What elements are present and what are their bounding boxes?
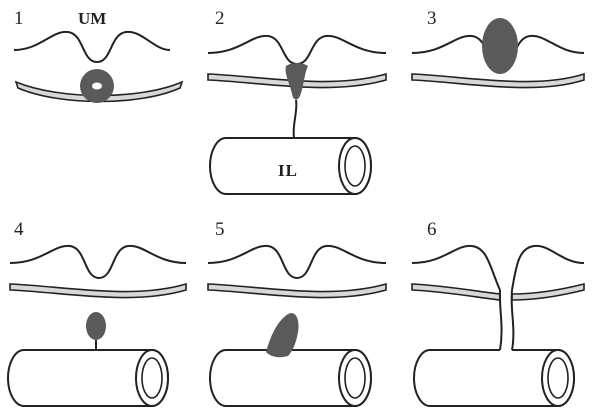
panel-3-number: 3 [427, 8, 437, 29]
panel-3: 3 [412, 8, 584, 88]
panel-3-lesion [482, 18, 518, 74]
panel-4: 4 [8, 219, 186, 406]
panel-6-number: 6 [427, 219, 437, 240]
panel-2-label-il: IL [278, 161, 298, 180]
panel-2: 2 IL [208, 8, 386, 194]
panel-4-skin-surface [10, 246, 186, 278]
panel-5-skin-surface [208, 246, 386, 278]
panel-1-lesion-center [92, 83, 102, 90]
panel-1-number: 1 [14, 8, 24, 29]
panel-2-number: 2 [215, 8, 225, 29]
panel-5: 5 [208, 219, 386, 406]
panel-6-skin-surface [412, 246, 584, 290]
panel-2-skin-surface [208, 36, 386, 64]
panel-4-number: 4 [14, 219, 24, 240]
panel-5-number: 5 [215, 219, 225, 240]
panel-1-skin-surface [14, 32, 170, 62]
panel-5-fascia-band [208, 284, 386, 298]
panel-4-lesion [86, 312, 106, 340]
panel-6: 6 [412, 219, 584, 406]
panel-1: 1 UM [14, 8, 182, 103]
panel-2-tract [294, 100, 297, 138]
panel-1-label-um: UM [78, 9, 106, 28]
panel-3-fascia-band [412, 74, 584, 88]
panel-4-fascia-band [10, 284, 186, 298]
panel-6-fistula-tract [500, 290, 514, 350]
